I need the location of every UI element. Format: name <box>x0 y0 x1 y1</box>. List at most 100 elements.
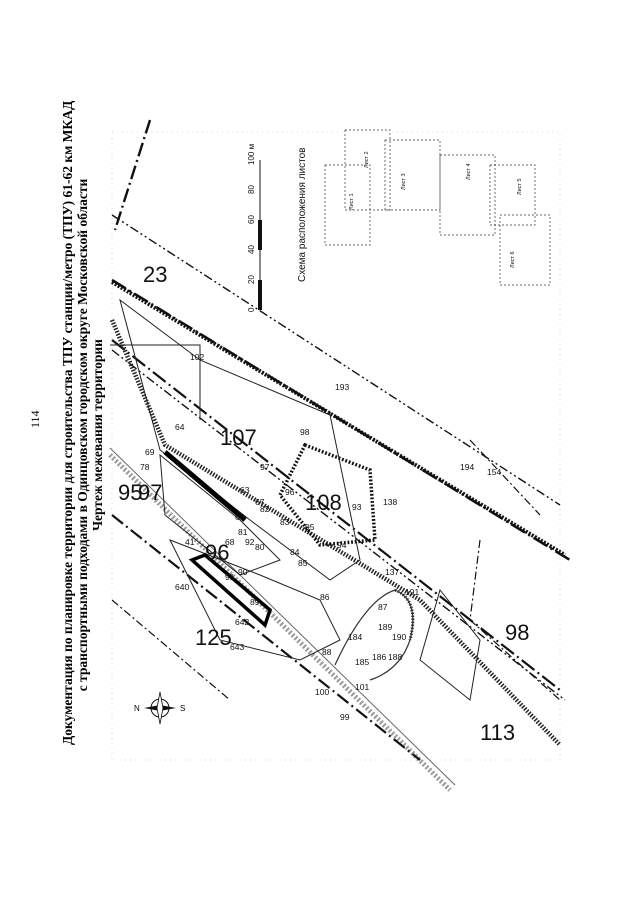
point-label: 100 <box>315 687 329 697</box>
point-label: 95 <box>305 522 315 532</box>
sheet-5-label: Лист 5 <box>517 178 523 195</box>
sheet-6-frame <box>499 214 551 286</box>
sheet-1-label: Лист 1 <box>349 193 355 210</box>
sheet-scheme-title: Схема расположения листов <box>297 148 308 282</box>
parcel-108-outline <box>277 442 377 547</box>
scale-bar: 0 20 40 60 80 100 м <box>247 144 262 312</box>
point-label: 80 <box>255 542 265 552</box>
sheet-1-frame <box>324 164 371 246</box>
sheet-3-frame <box>384 139 441 211</box>
sheet-3-label: Лист 3 <box>401 173 407 190</box>
point-label: 94 <box>337 540 347 550</box>
parcel-label-107: 107 <box>220 425 257 450</box>
gray-boundary-band <box>108 453 452 792</box>
sheet-4-frame <box>439 154 496 236</box>
point-label: 84 <box>290 547 300 557</box>
parcel-96-outline <box>168 539 341 661</box>
point-label: 185 <box>355 657 369 667</box>
point-label: 643 <box>230 642 244 652</box>
point-label: 186 <box>372 652 386 662</box>
point-label: 90 <box>238 567 248 577</box>
map-frame <box>111 131 561 761</box>
point-label: 194 <box>460 462 474 472</box>
railway-line <box>110 280 567 557</box>
sheet-2-label: Лист 2 <box>364 151 370 168</box>
parcel-label-96: 96 <box>205 540 229 565</box>
point-label: 92 <box>245 537 255 547</box>
parcel-125-outline <box>188 552 273 629</box>
compass-icon: N S <box>134 691 185 725</box>
point-label: 86 <box>320 592 330 602</box>
gray-boundary-line <box>109 447 456 786</box>
parcel-label-108: 108 <box>305 490 342 515</box>
point-label: 188 <box>388 652 402 662</box>
red-line-8 <box>469 439 541 516</box>
sheet-2-frame <box>344 129 391 211</box>
parcel-97-outline <box>159 453 281 576</box>
red-line-9 <box>469 539 561 701</box>
parcel-label-23: 23 <box>143 262 167 287</box>
scale-tick-60: 60 <box>247 215 256 224</box>
point-label: 99 <box>340 712 350 722</box>
point-label: 85 <box>298 558 308 568</box>
point-label: 189 <box>378 622 392 632</box>
point-label: 97 <box>260 462 270 472</box>
parcel-102-outline <box>110 344 201 420</box>
scale-tick-80: 80 <box>247 185 256 194</box>
point-label: 83 <box>280 517 290 527</box>
point-label: 184 <box>348 632 362 642</box>
parcel-label-95: 95 <box>118 480 142 505</box>
compass-south-label: S <box>180 704 185 713</box>
parcel-label-125: 125 <box>195 625 232 650</box>
parcel-label-113: 113 <box>480 720 515 745</box>
point-label: 63 <box>240 485 250 495</box>
point-label: 137 <box>385 567 399 577</box>
point-label: 81 <box>238 527 248 537</box>
point-label: 82 <box>260 504 270 514</box>
point-label: 154 <box>487 467 501 477</box>
scale-tick-20: 20 <box>247 275 256 284</box>
point-label: 68 <box>225 537 235 547</box>
point-label: 640 <box>175 582 189 592</box>
point-label: 96 <box>285 487 295 497</box>
sheet-scheme <box>324 129 551 286</box>
point-label: 190 <box>392 632 406 642</box>
point-label: 138 <box>383 497 397 507</box>
red-line-5 <box>111 339 561 691</box>
point-label: 78 <box>140 462 150 472</box>
point-label: 102 <box>190 352 204 362</box>
point-label: 98 <box>300 427 310 437</box>
point-label: 101 <box>355 682 369 692</box>
point-label: 93 <box>352 502 362 512</box>
point-label: 88 <box>322 647 332 657</box>
point-label: 191 <box>405 587 419 597</box>
scale-tick-0: 0 <box>247 307 256 312</box>
sheet-6-label: Лист 6 <box>510 251 516 268</box>
point-label: 642 <box>235 617 249 627</box>
parcel-label-98: 98 <box>505 620 529 645</box>
road-loop-hatch <box>394 588 415 641</box>
point-label: 69 <box>145 447 155 457</box>
point-label: 67 <box>255 497 265 507</box>
sheet-5-frame <box>489 164 536 226</box>
scale-tick-40: 40 <box>247 245 256 254</box>
parcel-98-outline <box>419 588 481 701</box>
parcel-label-97: 97 <box>138 480 162 505</box>
point-label: 193 <box>335 382 349 392</box>
compass-north-label: N <box>134 704 140 713</box>
scale-tick-100: 100 м <box>247 144 256 165</box>
point-label: 66 <box>235 512 245 522</box>
point-label: 87 <box>378 602 388 612</box>
red-line-4 <box>111 349 566 701</box>
red-line-1 <box>113 119 152 231</box>
red-line-6 <box>111 514 421 761</box>
point-label: 41 <box>185 537 195 547</box>
red-line-7 <box>111 599 231 701</box>
point-label: 64 <box>175 422 185 432</box>
point-label: 91 <box>225 572 235 582</box>
sheet-4-label: Лист 4 <box>466 163 472 180</box>
parcel-97-bold-edge <box>163 450 247 522</box>
point-label: 89 <box>250 597 260 607</box>
